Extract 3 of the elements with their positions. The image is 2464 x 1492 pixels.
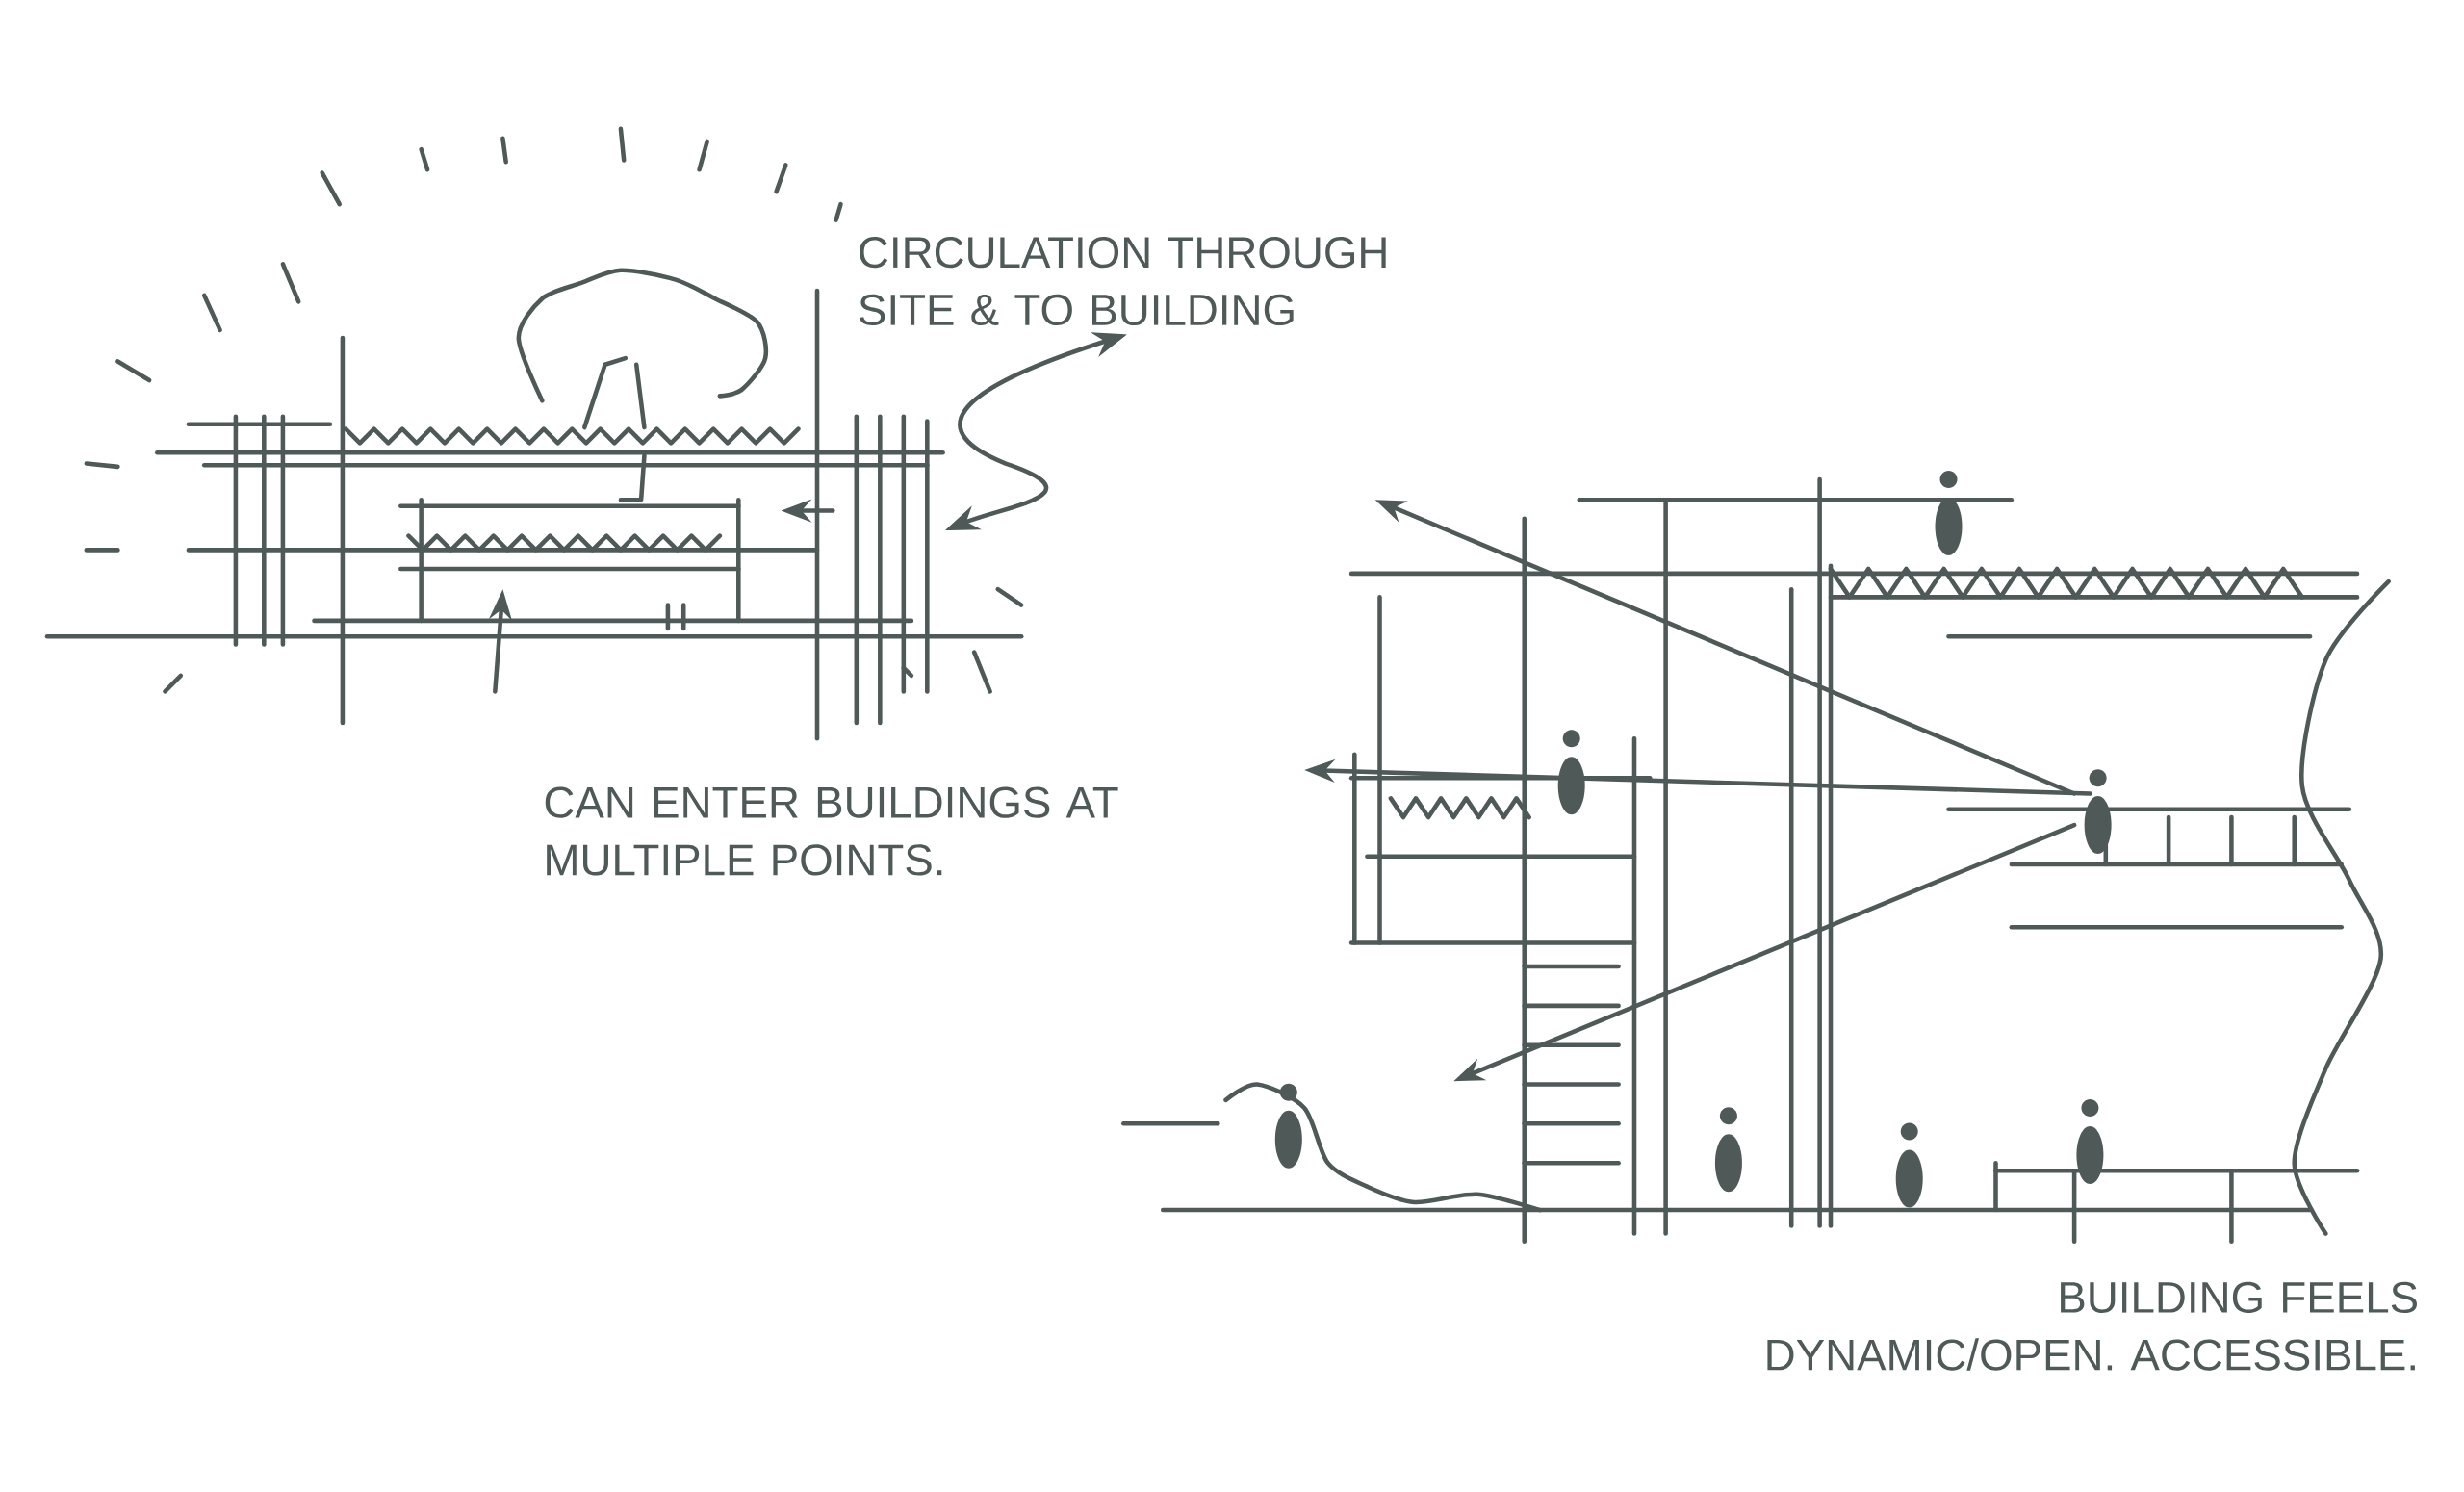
annotation-text: CIRCULATION THROUGH SITE & TO BUILDING xyxy=(860,237,1386,326)
note-text: BUILDING FEELS DYNAMIC/OPEN. ACCESSIBLE. xyxy=(1767,1281,2417,1371)
note-text: CAN ENTER BUILDINGS AT MULTIPLE POINTS. xyxy=(545,786,1118,876)
